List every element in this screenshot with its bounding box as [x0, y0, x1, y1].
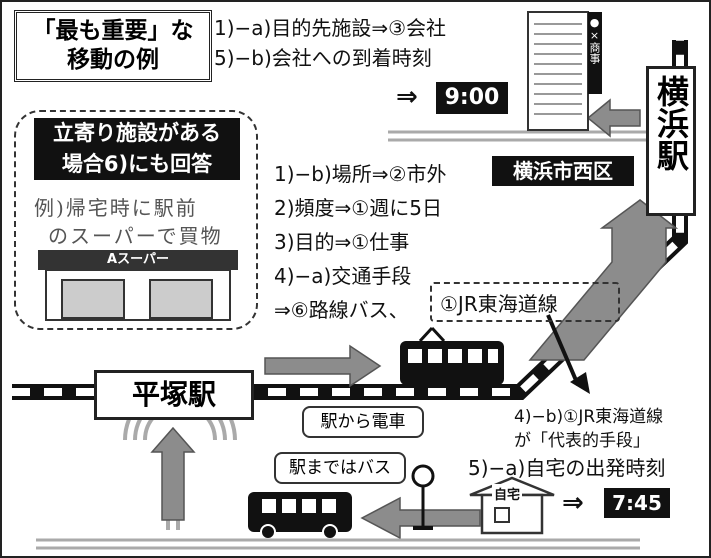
departure-time: 7:45	[604, 488, 670, 518]
yokohama-station-label: 横浜駅	[652, 75, 690, 171]
company-sign: ●×商事	[588, 16, 601, 64]
train-bubble: 駅から電車	[302, 406, 424, 438]
departure-arrow: ⇒	[562, 488, 584, 518]
supermarket-icon	[38, 250, 238, 321]
answer-transport: 4)−a)交通手段	[274, 264, 412, 288]
yokohama-station: 横浜駅	[646, 66, 696, 216]
arrive-arrow: ⇒	[396, 82, 418, 112]
arrow-to-company	[586, 98, 641, 138]
stopover-example2: のスーパーで買物	[48, 224, 223, 248]
arrow-to-yokohama	[528, 199, 679, 361]
title-line1: 「最も重要」な	[32, 18, 194, 44]
answer-transport-value: ⇒⑥路線バス、	[274, 298, 409, 322]
company-building-icon	[527, 11, 602, 131]
departure-label: 5)−a)自宅の出発時刻	[468, 456, 666, 480]
stopover-box	[14, 110, 258, 330]
answer-purpose: 3)目的⇒①仕事	[274, 230, 410, 254]
title-line2: 移動の例	[67, 47, 159, 73]
representative-pointer	[546, 314, 590, 394]
arrival-time: 9:00	[436, 82, 508, 114]
destination-line1: 1)−a)目的先施設⇒③会社	[214, 16, 447, 40]
stopover-line1: 立寄り施設がある	[53, 121, 221, 145]
representative-line1: 4)−b)①JR東海道線	[514, 407, 664, 427]
bottom-road	[36, 538, 640, 550]
bus-bubble: 駅まではバス	[274, 452, 406, 484]
destination-line2: 5)−b)会社への到着時刻	[214, 46, 432, 70]
stopover-heading: 立寄り施設がある 場合6)にも回答	[34, 118, 240, 180]
upper-rail	[388, 130, 646, 142]
jr-line-box	[430, 282, 620, 322]
hiratsuka-station: 平塚駅	[94, 370, 254, 420]
answer-frequency: 2)頻度⇒①週に5日	[274, 196, 442, 220]
stopover-line2: 場合6)にも回答	[61, 152, 213, 176]
stopover-example1: 例)帰宅時に駅前	[34, 196, 198, 220]
hiratsuka-station-label: 平塚駅	[131, 378, 216, 411]
arrow-to-hiratsuka	[150, 426, 196, 521]
answer-place: 1)−b)場所⇒②市外	[274, 162, 447, 186]
bus-stop-icon	[411, 464, 435, 530]
bus-icon	[248, 492, 352, 540]
arrow-to-bus	[360, 496, 481, 540]
answer-transport-line: ①JR東海道線	[440, 292, 558, 316]
train-icon	[400, 326, 504, 385]
store-sign: Aスーパー	[107, 252, 169, 267]
title-box: 「最も重要」な 移動の例	[14, 10, 212, 82]
representative-line2: が「代表的手段」	[514, 431, 650, 451]
arrow-to-train	[264, 344, 382, 388]
home-label: 自宅	[492, 484, 523, 503]
answer-place-detail: 横浜市西区	[492, 156, 634, 186]
